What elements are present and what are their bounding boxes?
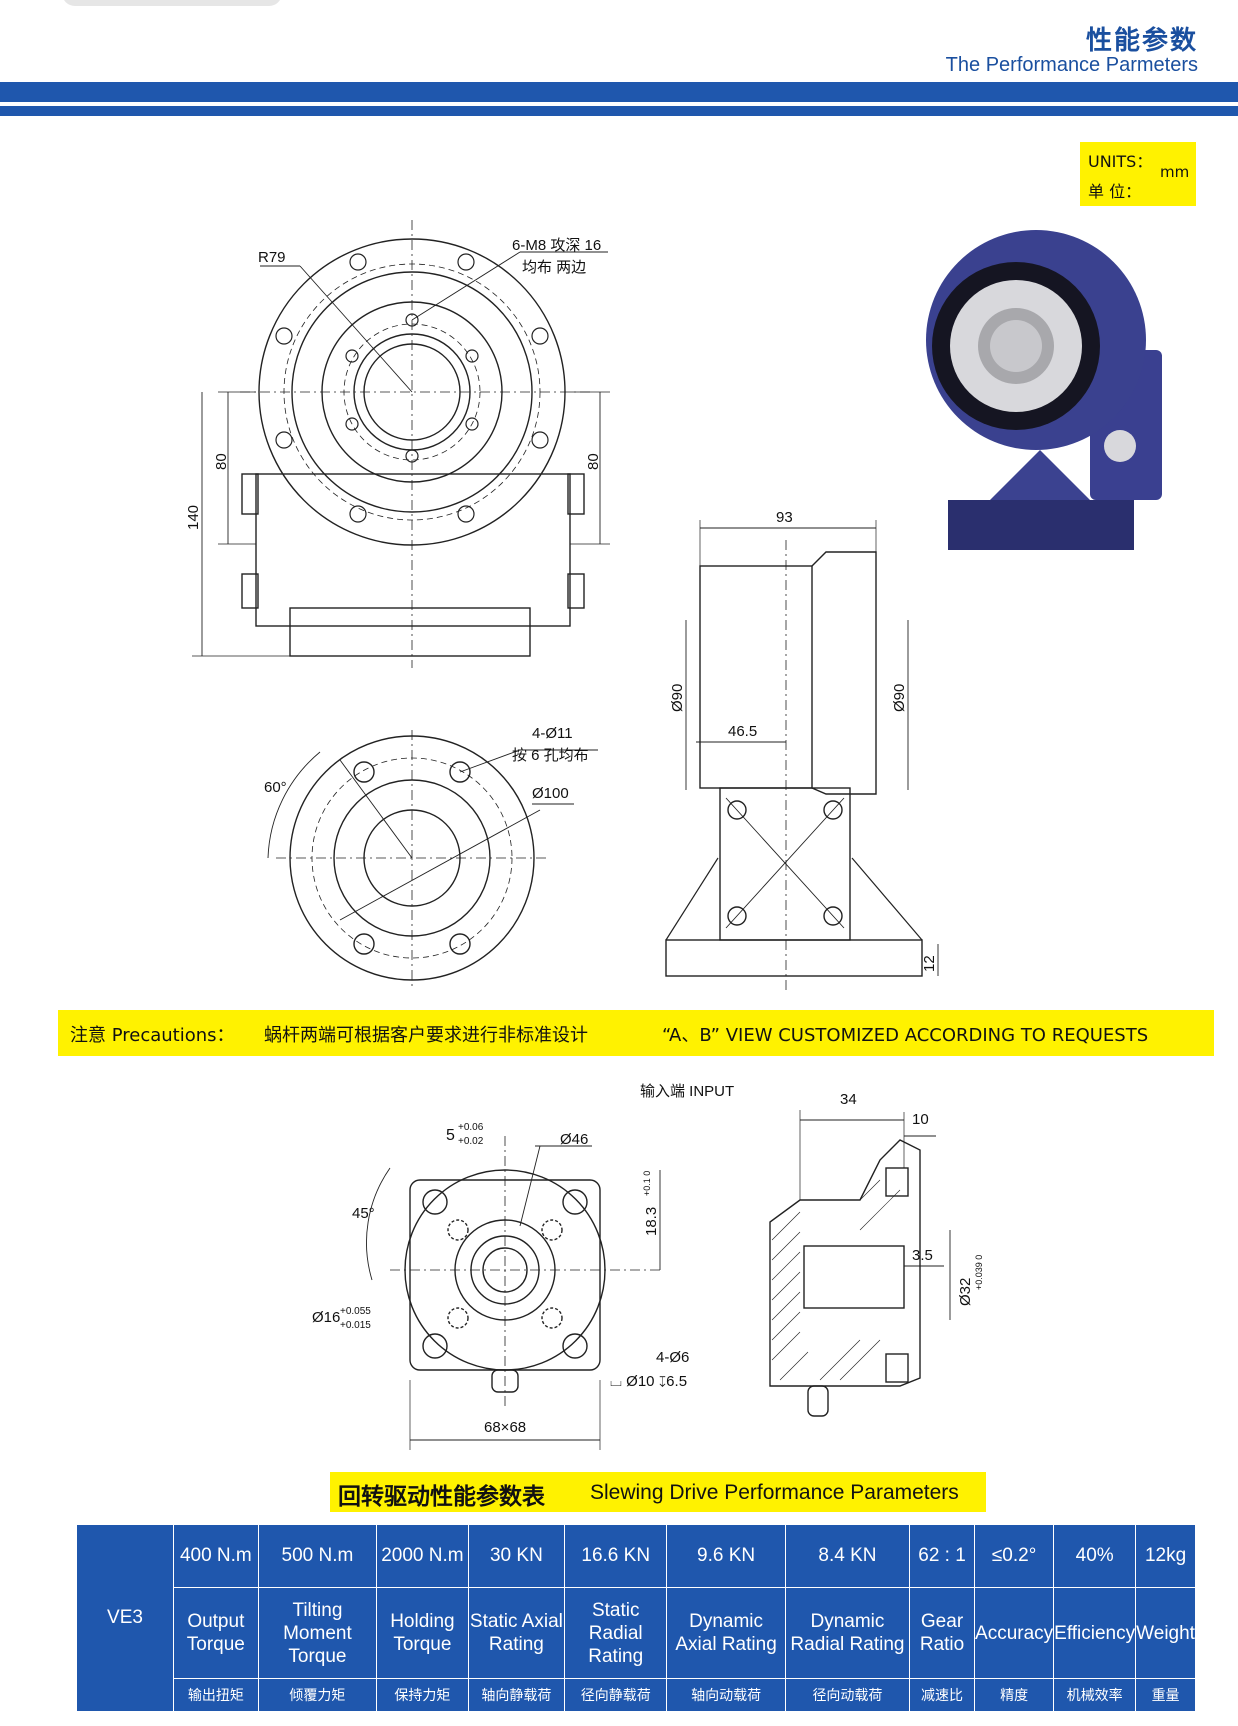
label-cn-cell: 轴向动载荷	[666, 1678, 786, 1712]
header-band-thin	[0, 106, 1238, 116]
label-cn-cell: 径向动载荷	[784, 1678, 911, 1712]
value-cell: 9.6 KN	[666, 1524, 786, 1588]
label-holes-base: 4-Ø11	[532, 725, 573, 742]
label-angle-45: 45°	[352, 1205, 375, 1222]
units-value: mm	[1160, 163, 1190, 181]
label-dim-12: 12	[921, 955, 938, 972]
label-dia-32: Ø32	[957, 1278, 974, 1306]
input-flange-drawing	[366, 1136, 661, 1450]
label-dia-32-tol: +0.039 0	[974, 1255, 984, 1290]
value-cell: ≤0.2°	[974, 1524, 1055, 1588]
precautions-bar: 注意 Precautions： 蜗杆两端可根据客户要求进行非标准设计 “A、B”…	[58, 1010, 1214, 1056]
performance-table: VE3 400 N.m 500 N.m 2000 N.m 30 KN 16.6 …	[76, 1524, 1196, 1712]
label-dim-34: 34	[840, 1091, 857, 1108]
label-dia-100: Ø100	[532, 785, 569, 802]
label-dia-16-up: +0.055	[340, 1306, 371, 1317]
units-label-cn: 单 位：	[1088, 182, 1142, 201]
label-dim-93: 93	[776, 509, 793, 526]
value-cell: 2000 N.m	[376, 1524, 469, 1588]
side-view-drawing	[665, 520, 939, 990]
label-cell: Holding Torque	[376, 1587, 469, 1679]
label-r79: R79	[258, 249, 286, 266]
label-dim-68: 68×68	[484, 1419, 526, 1436]
value-cell: 400 N.m	[173, 1524, 259, 1588]
value-cell: 62 : 1	[909, 1524, 976, 1588]
label-cell: Output Torque	[173, 1587, 259, 1679]
label-cn-cell: 输出扭矩	[173, 1678, 259, 1712]
input-section-drawing	[769, 1110, 951, 1417]
label-holes-top: 6-M8 攻深 16	[512, 237, 601, 254]
label-cn-cell: 保持力矩	[376, 1678, 469, 1712]
value-cell: 500 N.m	[257, 1524, 378, 1588]
label-cn-cell: 倾覆力矩	[257, 1678, 378, 1712]
label-dim-140: 140	[185, 505, 202, 530]
value-cell: 16.6 KN	[564, 1524, 668, 1588]
label-dim-90-right: Ø90	[891, 684, 908, 712]
label-dim-80-right: 80	[585, 453, 602, 470]
label-tol-5-up: +0.06	[458, 1122, 484, 1133]
label-dia-16-dn: +0.015	[340, 1320, 371, 1331]
label-tol-5-dn: +0.02	[458, 1136, 484, 1147]
label-cell: Dynamic Radial Rating	[784, 1587, 911, 1679]
product-photo	[926, 230, 1162, 550]
label-input: 输入端 INPUT	[640, 1083, 734, 1100]
label-cn-cell: 精度	[974, 1678, 1055, 1712]
units-badge: UNITS： 单 位： mm	[1080, 142, 1196, 206]
performance-title-en: Slewing Drive Performance Parameters	[590, 1481, 959, 1504]
label-cn-cell: 轴向静载荷	[467, 1678, 566, 1712]
label-cell: Gear Ratio	[909, 1587, 976, 1679]
page-title-cn: 性能参数	[1085, 26, 1198, 56]
label-dim-10: 10	[912, 1111, 929, 1128]
header-band-thick	[0, 82, 1238, 102]
precautions-text-en: “A、B” VIEW CUSTOMIZED ACCORDING TO REQUE…	[662, 1025, 1149, 1046]
label-cn-cell: 机械效率	[1053, 1678, 1137, 1712]
label-holes-top-sub: 均布 两边	[522, 259, 586, 276]
search-pill[interactable]	[62, 0, 282, 6]
performance-title-cn: 回转驱动性能参数表	[338, 1484, 545, 1510]
label-angle-60: 60°	[264, 779, 287, 796]
page-title-en: The Performance Parmeters	[945, 54, 1198, 76]
label-dim-90-left: Ø90	[669, 684, 686, 712]
label-cell: Static Radial Rating	[564, 1587, 668, 1679]
label-dim-3-5: 3.5	[912, 1247, 933, 1264]
model-cell: VE3	[76, 1524, 174, 1712]
label-counterbore: ⌴ Ø10 ↧6.5	[610, 1373, 687, 1390]
label-holes-input: 4-Ø6	[656, 1349, 689, 1366]
value-cell: 8.4 KN	[784, 1524, 911, 1588]
label-cell: Dynamic Axial Rating	[666, 1587, 786, 1679]
label-cell: Tilting Moment Torque	[257, 1587, 378, 1679]
label-dim-18-3: 18.3	[643, 1207, 660, 1236]
base-view-drawing	[267, 730, 598, 986]
front-view-drawing	[192, 220, 610, 668]
units-label-en: UNITS：	[1088, 152, 1153, 171]
precautions-label: 注意 Precautions：	[70, 1025, 235, 1046]
value-cell: 30 KN	[467, 1524, 566, 1588]
label-holes-base-sub: 按 6 孔均布	[512, 747, 589, 764]
label-dim-46-5: 46.5	[728, 723, 757, 740]
label-cell: Weight	[1135, 1587, 1196, 1679]
label-dim-80-left: 80	[213, 453, 230, 470]
label-cn-cell: 径向静载荷	[564, 1678, 668, 1712]
label-cell: Efficiency	[1053, 1587, 1137, 1679]
label-cell: Accuracy	[974, 1587, 1055, 1679]
label-cell: Static Axial Rating	[467, 1587, 566, 1679]
label-dia-16: Ø16	[312, 1309, 340, 1326]
performance-table-title: 回转驱动性能参数表 Slewing Drive Performance Para…	[330, 1472, 986, 1512]
label-tol-5: 5	[446, 1127, 455, 1144]
label-dim-18-3-tol: +0.1 0	[642, 1171, 652, 1196]
label-cn-cell: 减速比	[909, 1678, 976, 1712]
precautions-text-cn: 蜗杆两端可根据客户要求进行非标准设计	[264, 1025, 588, 1046]
value-cell: 40%	[1053, 1524, 1137, 1588]
value-cell: 12kg	[1135, 1524, 1196, 1588]
label-cn-cell: 重量	[1135, 1678, 1196, 1712]
label-dia-46: Ø46	[560, 1131, 588, 1148]
